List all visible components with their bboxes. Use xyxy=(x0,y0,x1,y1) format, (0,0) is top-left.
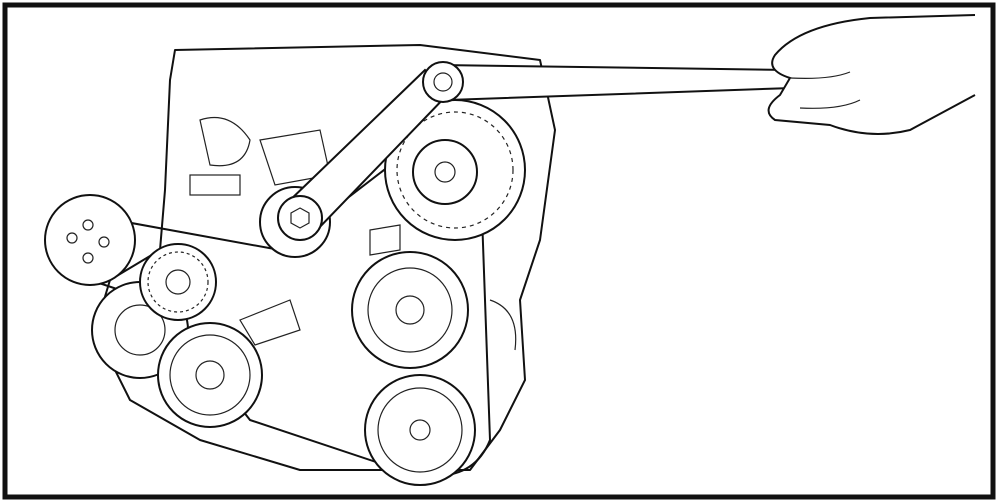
accessory-pulley-left xyxy=(44,194,136,286)
wrench xyxy=(277,61,794,241)
alternator-pulley xyxy=(384,99,526,241)
ac-compressor-pulley xyxy=(364,374,476,486)
crankshaft-pulley xyxy=(157,322,263,428)
hand xyxy=(767,14,976,135)
idler-pulley xyxy=(139,243,217,321)
power-steering-pulley xyxy=(351,251,469,369)
